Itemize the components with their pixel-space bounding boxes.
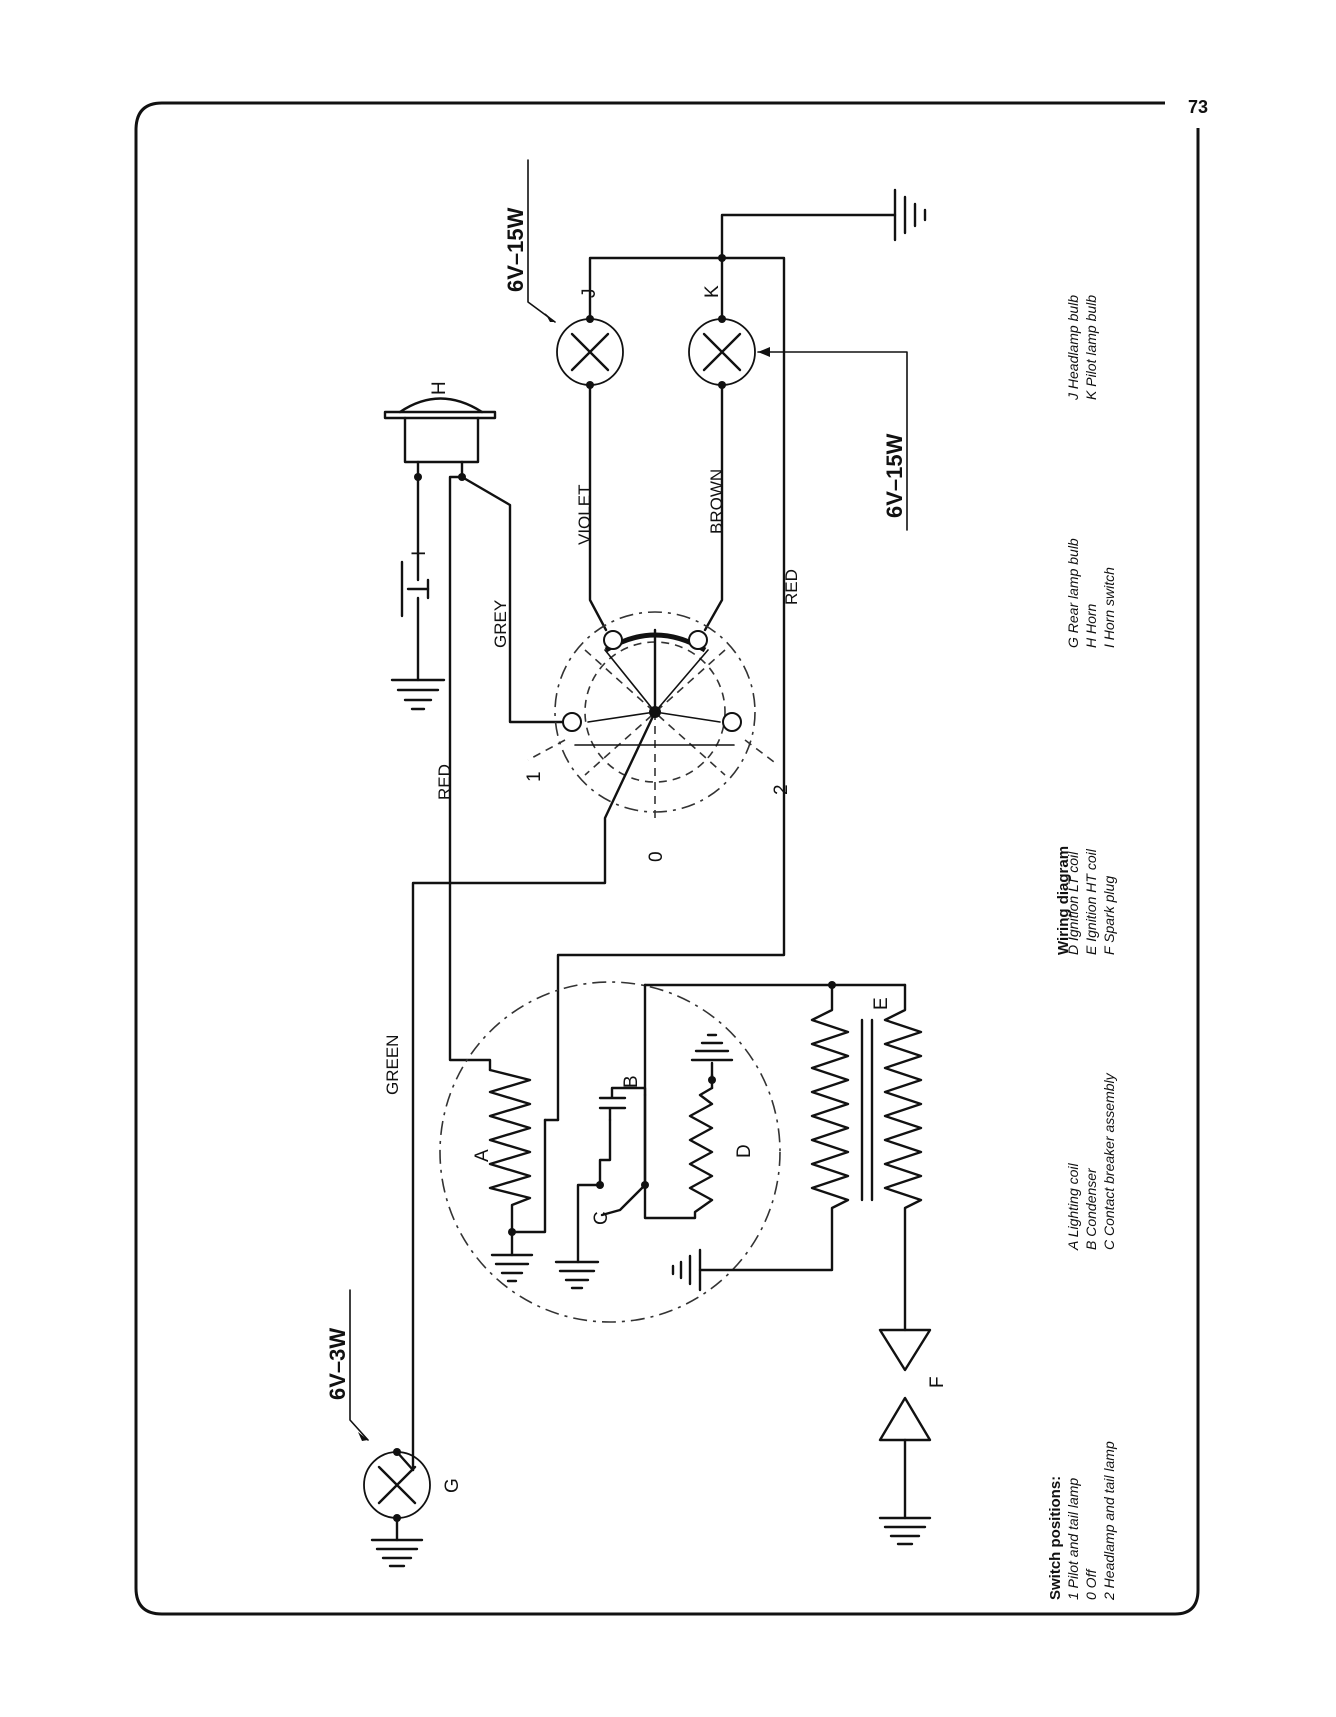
label-D: D [734,1144,755,1158]
condenser-B [598,1086,647,1122]
label-red-left: RED [435,764,454,800]
wire-earth-top [720,213,897,321]
label-brown: BROWN [707,469,726,534]
legend-col3: G Rear lamp bulb H Horn I Horn switch [1065,538,1117,648]
legend-col2: D Ignition LT coil E Ignition HT coil F … [1065,848,1117,955]
legend-item: J Headlamp bulb [1065,295,1081,401]
switch-positions-title: Switch positions: [1047,1476,1064,1600]
page-border [134,101,1200,1616]
wire-violet [588,383,608,632]
horn-H [383,397,497,481]
ignition-ht-coil-E [698,983,923,1332]
pilot-rating: 6V–15W [882,433,907,518]
wire-grey [460,475,574,724]
wire-green [411,710,657,1472]
label-E: E [871,997,892,1010]
magneto-outline [439,981,781,1323]
horn-switch-I [400,560,430,618]
label-grey: GREY [491,600,510,648]
wire-red-right [556,256,786,1122]
headlamp-rating: 6V–15W [503,207,528,292]
label-H: H [429,381,450,395]
label-G: G [442,1478,463,1493]
switch-item: 0 Off [1083,1568,1099,1600]
legend-item: C Contact breaker assembly [1101,1072,1117,1250]
wire-red-left [448,475,492,1072]
ignition-lt-coil-D [643,983,716,1220]
page-number: 73 [1188,97,1208,117]
label-I: I [409,551,430,556]
rear-lamp-bulb-G [363,1448,431,1542]
caption: Wiring diagram [1055,846,1072,955]
earth-symbol-C [554,1260,600,1290]
leader-headlamp [527,159,556,323]
label-B: B [621,1075,642,1088]
earth-symbol-horn [390,678,446,711]
switch-item: 1 Pilot and tail lamp [1065,1478,1081,1600]
spark-plug-F [878,1328,932,1520]
pilot-lamp-bulb-K [688,315,756,389]
earth-symbol-F [878,1516,932,1546]
earth-symbol-top [893,188,927,242]
contact-breaker-C [576,1093,649,1264]
legend-item: H Horn [1083,603,1099,648]
leader-pilot [757,351,908,531]
switch-pos-2: 2 [771,784,792,795]
legend-item: A Lighting coil [1065,1162,1081,1251]
switch-item: 2 Headlamp and tail lamp [1101,1441,1117,1601]
lighting-coil-A [488,1068,547,1257]
earth-symbol-G [370,1538,424,1568]
legend-item: F Spark plug [1101,876,1117,955]
legend-item: B Condenser [1083,1167,1099,1250]
switch-pos-1: 1 [524,771,545,782]
headlamp-bulb-J [556,315,624,389]
legend-item: K Pilot lamp bulb [1083,295,1099,400]
label-K: K [702,285,723,298]
legend-col1: A Lighting coil B Condenser C Contact br… [1065,1072,1117,1251]
legend-item: E Ignition HT coil [1083,848,1099,955]
label-green: GREEN [383,1035,402,1095]
rear-rating: 6V–3W [325,1328,350,1400]
leader-rear [349,1289,369,1441]
label-F: F [927,1376,948,1388]
switch-pos-0: 0 [646,851,667,862]
legend-item: I Horn switch [1101,567,1117,648]
label-A: A [472,1149,493,1162]
label-violet: VIOLET [575,485,594,545]
lighting-switch [527,611,779,820]
earth-symbol-E [671,1248,702,1292]
wire-brown [703,383,724,632]
legend-col4: J Headlamp bulb K Pilot lamp bulb [1065,295,1099,401]
legend-item: D Ignition LT coil [1065,851,1081,955]
legend-item: G Rear lamp bulb [1065,538,1081,648]
label-C: C [591,1211,612,1225]
legend-switch-positions: Switch positions: 1 Pilot and tail lamp … [1047,1441,1117,1601]
earth-symbol-D [690,1033,734,1082]
label-red-right: RED [782,569,801,605]
earth-symbol-A [490,1253,534,1283]
